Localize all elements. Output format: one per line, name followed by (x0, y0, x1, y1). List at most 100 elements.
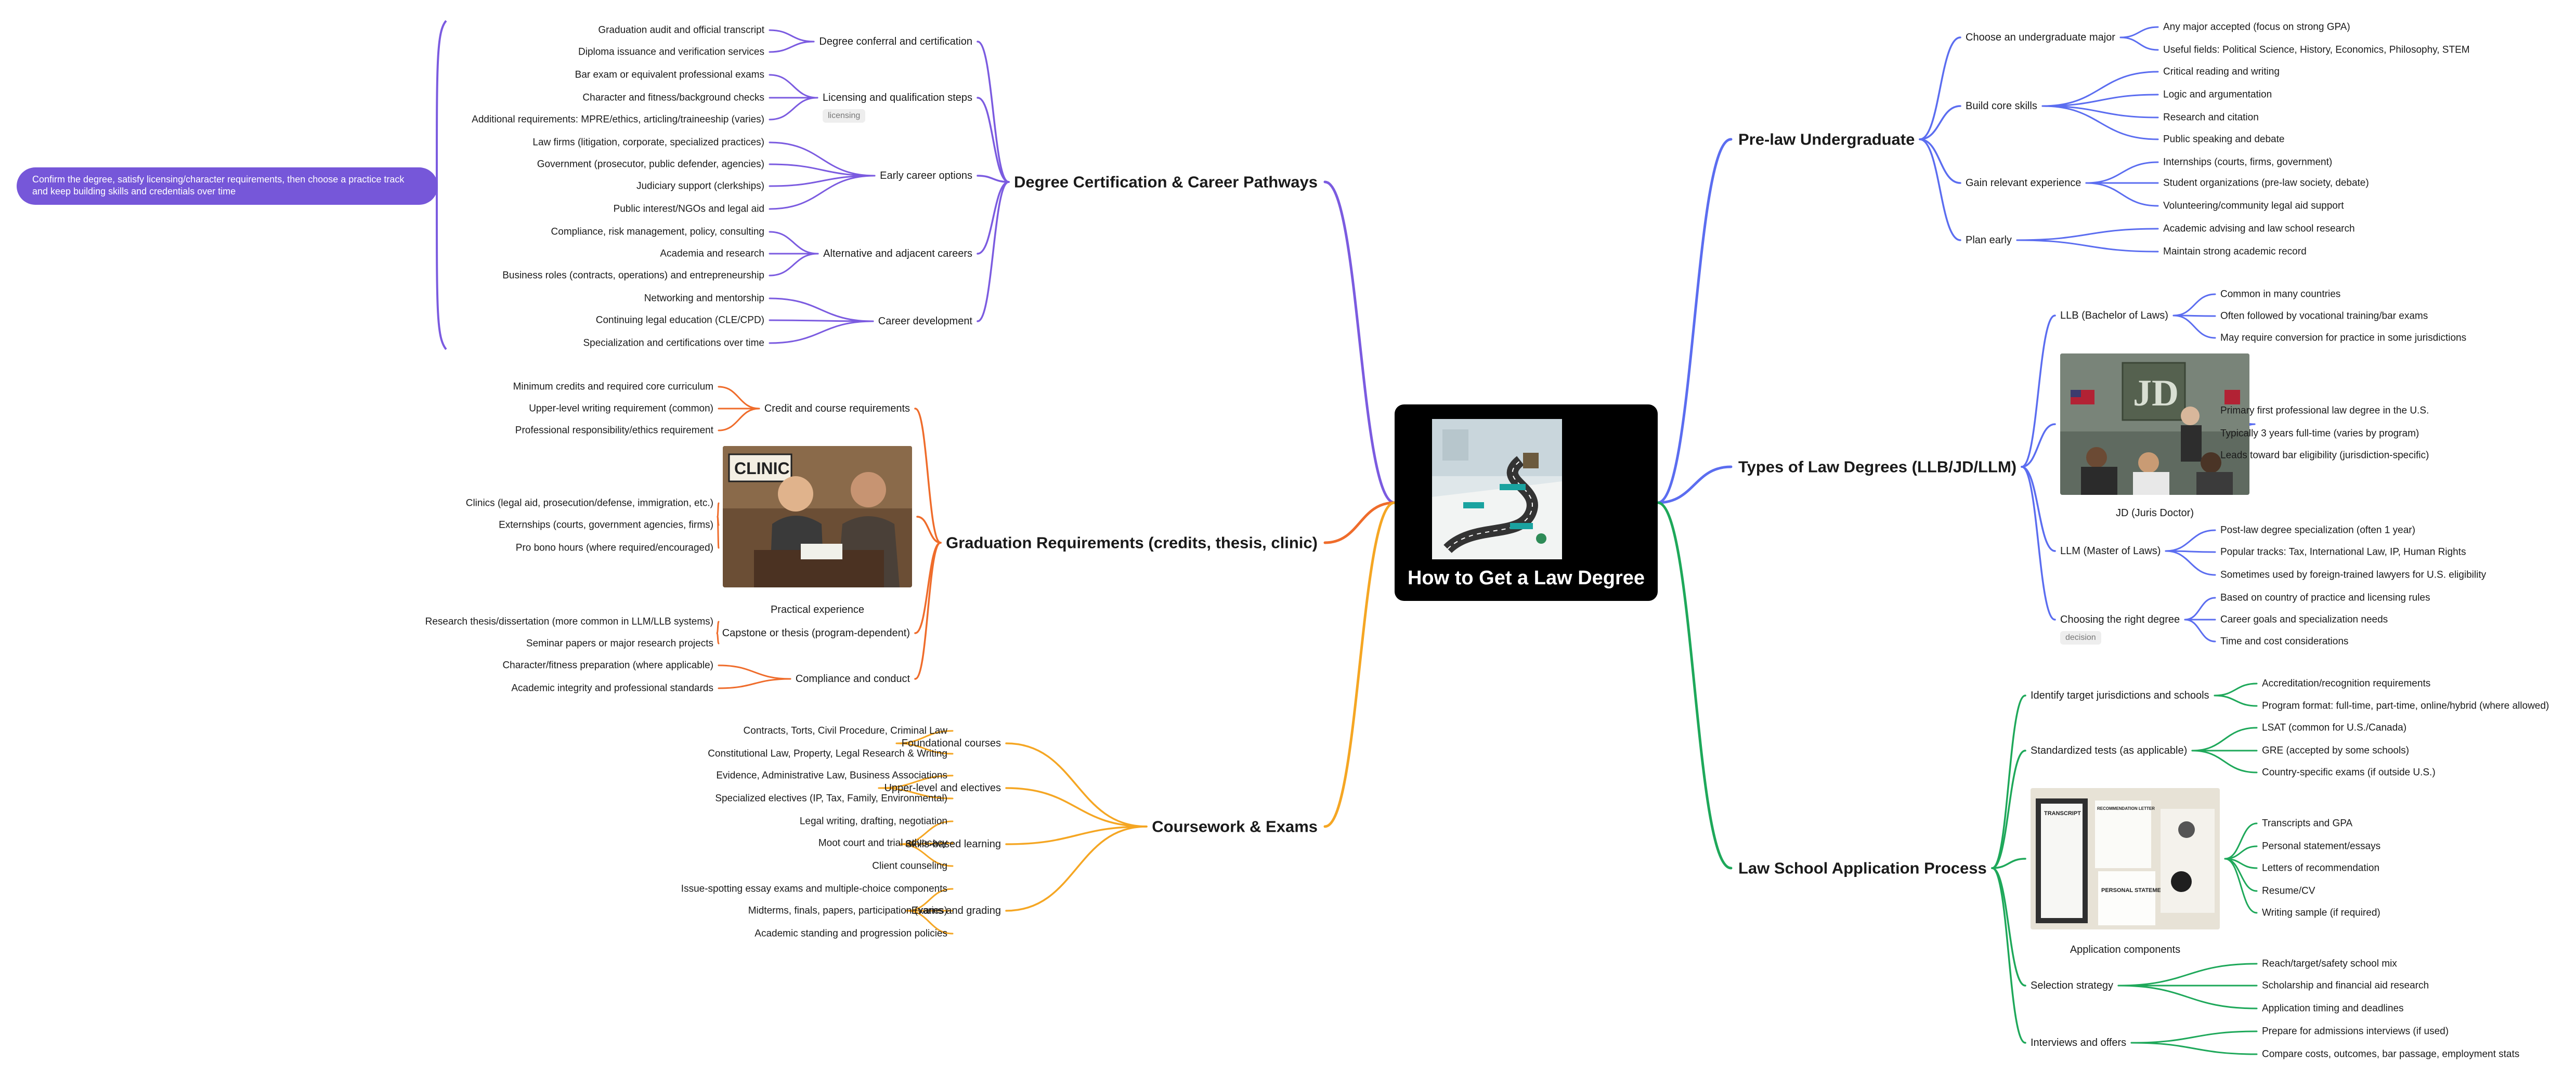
leaf-node[interactable]: Government (prosecutor, public defender,… (537, 159, 764, 170)
summary-note[interactable]: Confirm the degree, satisfy licensing/ch… (17, 167, 438, 205)
sub-node[interactable]: Alternative and adjacent careers (823, 248, 972, 259)
leaf-node[interactable]: Legal writing, drafting, negotiation (799, 816, 947, 827)
leaf-node[interactable]: Seminar papers or major research project… (526, 638, 713, 649)
leaf-node[interactable]: Time and cost considerations (2220, 636, 2349, 647)
leaf-node[interactable]: Maintain strong academic record (2163, 246, 2307, 257)
leaf-node[interactable]: Career goals and specialization needs (2220, 614, 2388, 625)
leaf-node[interactable]: Academic advising and law school researc… (2163, 223, 2355, 234)
leaf-node[interactable]: Specialized electives (IP, Tax, Family, … (715, 793, 947, 804)
leaf-node[interactable]: Critical reading and writing (2163, 66, 2280, 77)
sub-node-caption[interactable]: Practical experience (770, 604, 865, 615)
leaf-node[interactable]: Minimum credits and required core curric… (513, 381, 713, 392)
leaf-node[interactable]: Personal statement/essays (2262, 841, 2381, 852)
branch-graduation-requirements[interactable]: Graduation Requirements (credits, thesis… (946, 533, 1318, 552)
sub-node-caption[interactable]: Application components (2070, 944, 2181, 955)
leaf-node[interactable]: Scholarship and financial aid research (2262, 980, 2429, 991)
leaf-node[interactable]: Public interest/NGOs and legal aid (613, 203, 764, 215)
leaf-node[interactable]: Issue-spotting essay exams and multiple-… (681, 883, 947, 895)
sub-node[interactable]: Career development (878, 316, 972, 327)
sub-node[interactable]: Standardized tests (as applicable) (2031, 745, 2188, 756)
sub-node[interactable]: Plan early (1966, 234, 2012, 246)
sub-node-caption[interactable]: JD (Juris Doctor) (2115, 507, 2194, 519)
sub-node[interactable]: Skills-based learning (905, 838, 1001, 850)
leaf-node[interactable]: Leads toward bar eligibility (jurisdicti… (2220, 450, 2429, 461)
leaf-node[interactable]: Popular tracks: Tax, International Law, … (2220, 546, 2466, 558)
leaf-node[interactable]: Sometimes used by foreign-trained lawyer… (2220, 569, 2487, 581)
branch-degree-certification[interactable]: Degree Certification & Career Pathways (1013, 173, 1318, 191)
leaf-node[interactable]: Moot court and trial advocacy (818, 837, 947, 849)
leaf-node[interactable]: Reach/target/safety school mix (2262, 958, 2397, 969)
sub-node[interactable]: Capstone or thesis (program-dependent) (722, 627, 910, 639)
leaf-node[interactable]: Networking and mentorship (644, 293, 764, 304)
sub-node[interactable]: Early career options (880, 170, 972, 181)
leaf-node[interactable]: Contracts, Torts, Civil Procedure, Crimi… (743, 725, 947, 737)
leaf-node[interactable]: Continuing legal education (CLE/CPD) (595, 314, 764, 326)
branch-prelaw[interactable]: Pre-law Undergraduate (1738, 130, 1915, 149)
leaf-node[interactable]: Student organizations (pre-law society, … (2163, 177, 2369, 189)
leaf-node[interactable]: Upper-level writing requirement (common) (529, 403, 713, 414)
sub-node[interactable]: Licensing and qualification steps (823, 92, 972, 103)
sub-node[interactable]: Foundational courses (901, 738, 1001, 749)
leaf-node[interactable]: Any major accepted (focus on strong GPA) (2163, 21, 2350, 33)
sub-node[interactable]: Exams and grading (911, 905, 1001, 916)
leaf-node[interactable]: Midterms, finals, papers, participation … (748, 905, 947, 916)
leaf-node[interactable]: Post-law degree specialization (often 1 … (2220, 525, 2415, 536)
leaf-node[interactable]: Graduation audit and official transcript (598, 24, 764, 36)
leaf-node[interactable]: Transcripts and GPA (2262, 818, 2353, 829)
sub-node[interactable]: LLB (Bachelor of Laws) (2060, 310, 2168, 321)
leaf-node[interactable]: Useful fields: Political Science, Histor… (2163, 44, 2470, 56)
branch-degree-types[interactable]: Types of Law Degrees (LLB/JD/LLM) (1738, 457, 2017, 476)
leaf-node[interactable]: May require conversion for practice in s… (2220, 332, 2467, 344)
leaf-node[interactable]: Bar exam or equivalent professional exam… (575, 69, 764, 81)
sub-node[interactable]: LLM (Master of Laws) (2060, 545, 2161, 557)
sub-node[interactable]: Upper-level and electives (884, 782, 1001, 794)
leaf-node[interactable]: Country-specific exams (if outside U.S.) (2262, 767, 2436, 778)
leaf-node[interactable]: Letters of recommendation (2262, 862, 2380, 874)
leaf-node[interactable]: Clinics (legal aid, prosecution/defense,… (465, 497, 713, 509)
leaf-node[interactable]: Additional requirements: MPRE/ethics, ar… (472, 114, 764, 125)
leaf-node[interactable]: Diploma issuance and verification servic… (578, 46, 764, 58)
sub-node[interactable]: Selection strategy (2031, 980, 2113, 991)
leaf-node[interactable]: Internships (courts, firms, government) (2163, 156, 2333, 168)
leaf-node[interactable]: LSAT (common for U.S./Canada) (2262, 722, 2407, 733)
leaf-node[interactable]: Evidence, Administrative Law, Business A… (716, 770, 947, 781)
leaf-node[interactable]: Primary first professional law degree in… (2220, 405, 2429, 416)
leaf-node[interactable]: Application timing and deadlines (2262, 1003, 2404, 1014)
leaf-node[interactable]: Often followed by vocational training/ba… (2220, 310, 2428, 322)
branch-coursework-exams[interactable]: Coursework & Exams (1152, 817, 1318, 836)
leaf-node[interactable]: Academic integrity and professional stan… (511, 683, 713, 694)
leaf-node[interactable]: Program format: full-time, part-time, on… (2262, 700, 2549, 712)
sub-node[interactable]: Identify target jurisdictions and school… (2031, 690, 2209, 701)
sub-node[interactable]: Interviews and offers (2031, 1037, 2127, 1048)
sub-node[interactable]: Credit and course requirements (764, 403, 910, 414)
leaf-node[interactable]: Accreditation/recognition requirements (2262, 678, 2431, 689)
leaf-node[interactable]: Research thesis/dissertation (more commo… (425, 616, 713, 627)
leaf-node[interactable]: Typically 3 years full-time (varies by p… (2220, 428, 2419, 439)
leaf-node[interactable]: Specialization and certifications over t… (583, 337, 764, 349)
leaf-node[interactable]: Academia and research (660, 248, 764, 259)
leaf-node[interactable]: Judiciary support (clerkships) (636, 180, 764, 192)
leaf-node[interactable]: Volunteering/community legal aid support (2163, 200, 2344, 212)
leaf-node[interactable]: GRE (accepted by some schools) (2262, 745, 2410, 756)
leaf-node[interactable]: Pro bono hours (where required/encourage… (515, 542, 713, 554)
leaf-node[interactable]: Professional responsibility/ethics requi… (515, 425, 713, 436)
leaf-node[interactable]: Research and citation (2163, 112, 2259, 123)
sub-node[interactable]: Gain relevant experience (1966, 177, 2081, 189)
leaf-node[interactable]: Client counseling (872, 860, 947, 872)
leaf-node[interactable]: Character/fitness preparation (where app… (502, 660, 713, 671)
leaf-node[interactable]: Based on country of practice and licensi… (2220, 592, 2430, 604)
leaf-node[interactable]: Compare costs, outcomes, bar passage, em… (2262, 1048, 2520, 1060)
leaf-node[interactable]: Logic and argumentation (2163, 89, 2272, 100)
leaf-node[interactable]: Constitutional Law, Property, Legal Rese… (708, 748, 947, 759)
sub-node[interactable]: Choosing the right degree (2060, 614, 2180, 625)
leaf-node[interactable]: Common in many countries (2220, 289, 2341, 300)
leaf-node[interactable]: Academic standing and progression polici… (754, 928, 947, 939)
leaf-node[interactable]: Resume/CV (2262, 885, 2315, 897)
sub-node[interactable]: Compliance and conduct (795, 673, 910, 685)
leaf-node[interactable]: Business roles (contracts, operations) a… (502, 270, 764, 281)
sub-node[interactable]: Choose an undergraduate major (1966, 32, 2115, 43)
root-node[interactable]: How to Get a Law Degree (1395, 404, 1658, 601)
leaf-node[interactable]: Prepare for admissions interviews (if us… (2262, 1026, 2449, 1037)
leaf-node[interactable]: Character and fitness/background checks (582, 92, 764, 103)
sub-node[interactable]: Build core skills (1966, 100, 2037, 112)
